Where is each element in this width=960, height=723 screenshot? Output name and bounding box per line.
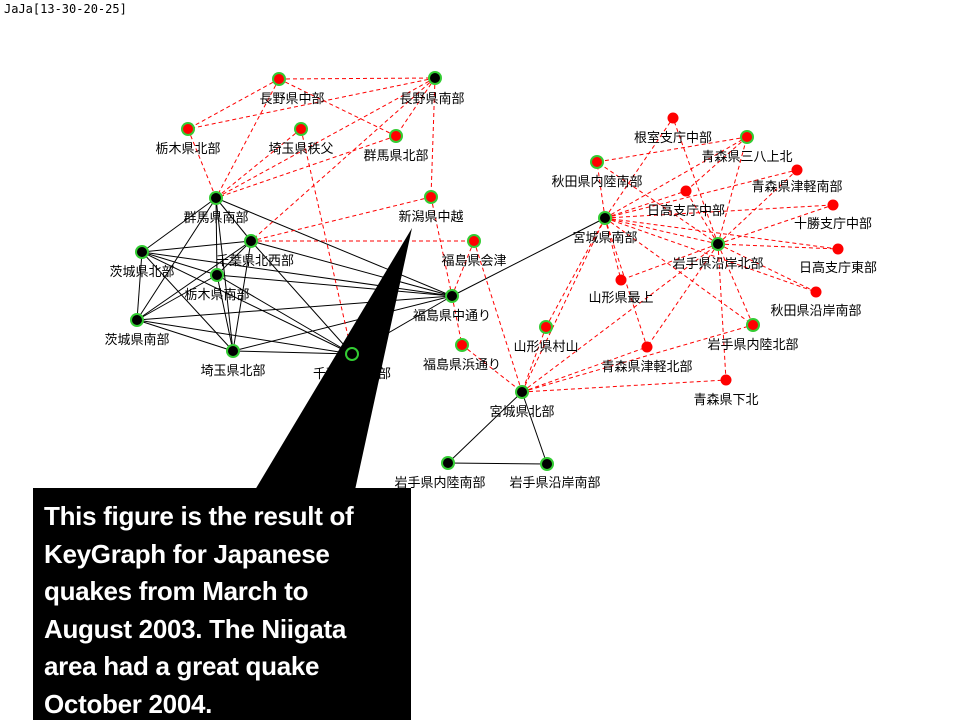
node-akita-nairiku-nanbu (592, 157, 602, 167)
node-iwate-nairiku-hokubu (748, 320, 758, 330)
node-label-saitama-hokubu: 埼玉県北部 (200, 364, 265, 379)
node-fukushima-aizu (469, 236, 479, 246)
node-label-hidaka-tobu: 日高支庁東部 (799, 260, 877, 276)
node-iwate-nairiku-nanbu (443, 458, 453, 468)
node-hidaka-tobu (833, 244, 844, 255)
solid-edge (522, 392, 547, 464)
node-label-aomori-tsugaru-nanbu: 青森県津軽南部 (751, 179, 842, 195)
node-label-saitama-chichibu: 埼玉県秩父 (268, 142, 333, 157)
node-label-fukushima-nakadori: 福島県中通り (413, 309, 491, 324)
node-label-chiba-nantobu: 千葉県南東部 (313, 366, 391, 382)
node-label-nemuro-chubu: 根室支庁中部 (634, 130, 712, 146)
node-akita-engan-nanbu (811, 287, 822, 298)
node-label-iwate-engan-hokubu: 岩手県沿岸北部 (672, 257, 763, 272)
node-chiba-nantobu (347, 349, 357, 359)
node-aomori-sanpachi (742, 132, 752, 142)
node-iwate-engan-hokubu (713, 239, 723, 249)
node-chiba-hokuseibu (246, 236, 256, 246)
callout-line: area had a great quake (44, 648, 401, 686)
node-yamagata-murayama (541, 322, 551, 332)
dashed-edge (718, 244, 838, 249)
node-label-yamagata-mogami: 山形県最上 (588, 291, 653, 306)
node-label-hidaka-chubu: 日高支庁中部 (647, 203, 725, 219)
callout-box: This figure is the result of KeyGraph fo… (33, 488, 411, 720)
node-label-miyagi-hokubu: 宮城県北部 (489, 404, 554, 420)
node-label-tochigi-hokubu: 栃木県北部 (155, 142, 220, 157)
node-yamagata-mogami (616, 275, 627, 286)
node-ibaraki-nanbu (132, 315, 142, 325)
node-tochigi-hokubu (183, 124, 193, 134)
dashed-edge (279, 78, 435, 79)
node-fukushima-nakadori (447, 291, 457, 301)
node-niigata-chuetsu (426, 192, 436, 202)
node-label-miyagi-nanbu: 宮城県南部 (572, 230, 637, 246)
node-gunma-nanbu (211, 193, 221, 203)
callout-line: This figure is the result of (44, 498, 401, 536)
node-label-ibaraki-hokubu: 茨城県北部 (109, 265, 174, 280)
solid-edge (448, 463, 547, 464)
dashed-edge (522, 325, 753, 392)
node-nemuro-chubu (668, 113, 679, 124)
node-tokachi-chubu (828, 200, 839, 211)
node-label-akita-nairiku-nanbu: 秋田県内陸南部 (551, 174, 642, 190)
callout-line: August 2003. The Niigata (44, 611, 401, 649)
node-label-yamagata-murayama: 山形県村山 (513, 340, 578, 355)
node-label-nagano-nanbu: 長野県南部 (399, 91, 464, 107)
dashed-edge (605, 218, 816, 292)
node-label-aomori-kakita: 青森県下北 (693, 393, 758, 408)
node-label-gunma-nanbu: 群馬県南部 (183, 210, 248, 226)
node-miyagi-hokubu (517, 387, 527, 397)
node-label-gunma-hokubu: 群馬県北部 (363, 149, 428, 164)
callout-line: October 2004. (44, 686, 401, 723)
node-label-tokachi-chubu: 十勝支庁中部 (794, 217, 872, 232)
node-tochigi-nanbu (212, 270, 222, 280)
node-saitama-chichibu (296, 124, 306, 134)
node-nagano-chubu (274, 74, 284, 84)
node-label-aomori-tsugaru-hokubu: 青森県津軽北部 (601, 360, 692, 375)
dashed-edge (522, 327, 546, 392)
node-gunma-hokubu (391, 131, 401, 141)
solid-edge (217, 275, 452, 296)
solid-edge (448, 392, 522, 463)
node-label-nagano-chubu: 長野県中部 (259, 92, 324, 107)
node-label-ibaraki-nanbu: 茨城県南部 (104, 332, 169, 348)
dashed-edge (522, 380, 726, 392)
node-label-fukushima-aizu: 福島県会津 (441, 254, 506, 269)
node-label-aomori-sanpachi: 青森県三八上北 (701, 150, 792, 165)
node-miyagi-nanbu (600, 213, 610, 223)
node-label-tochigi-nanbu: 栃木県南部 (184, 287, 249, 303)
node-ibaraki-hokubu (137, 247, 147, 257)
callout-line: KeyGraph for Japanese (44, 536, 401, 574)
node-hidaka-chubu (681, 186, 692, 197)
node-label-iwate-nairiku-hokubu: 岩手県内陸北部 (707, 337, 798, 353)
node-aomori-kakita (721, 375, 732, 386)
node-label-iwate-engan-nanbu: 岩手県沿岸南部 (509, 475, 600, 491)
solid-edge (137, 252, 142, 320)
node-aomori-tsugaru-hokubu (642, 342, 653, 353)
node-nagano-nanbu (430, 73, 440, 83)
node-label-fukushima-hamadori: 福島県浜通り (423, 358, 501, 373)
dashed-edge (188, 129, 216, 198)
node-label-chiba-hokuseibu: 千葉県北西部 (216, 254, 294, 269)
node-label-akita-engan-nanbu: 秋田県沿岸南部 (770, 303, 861, 319)
callout-line: quakes from March to (44, 573, 401, 611)
node-label-niigata-chuetsu: 新潟県中越 (398, 209, 463, 225)
solid-edge (217, 275, 352, 354)
dashed-edge (216, 129, 301, 198)
node-iwate-engan-nanbu (542, 459, 552, 469)
solid-edge (142, 241, 251, 252)
node-aomori-tsugaru-nanbu (792, 165, 803, 176)
node-saitama-hokubu (228, 346, 238, 356)
dashed-edge (597, 162, 605, 218)
node-fukushima-hamadori (457, 340, 467, 350)
